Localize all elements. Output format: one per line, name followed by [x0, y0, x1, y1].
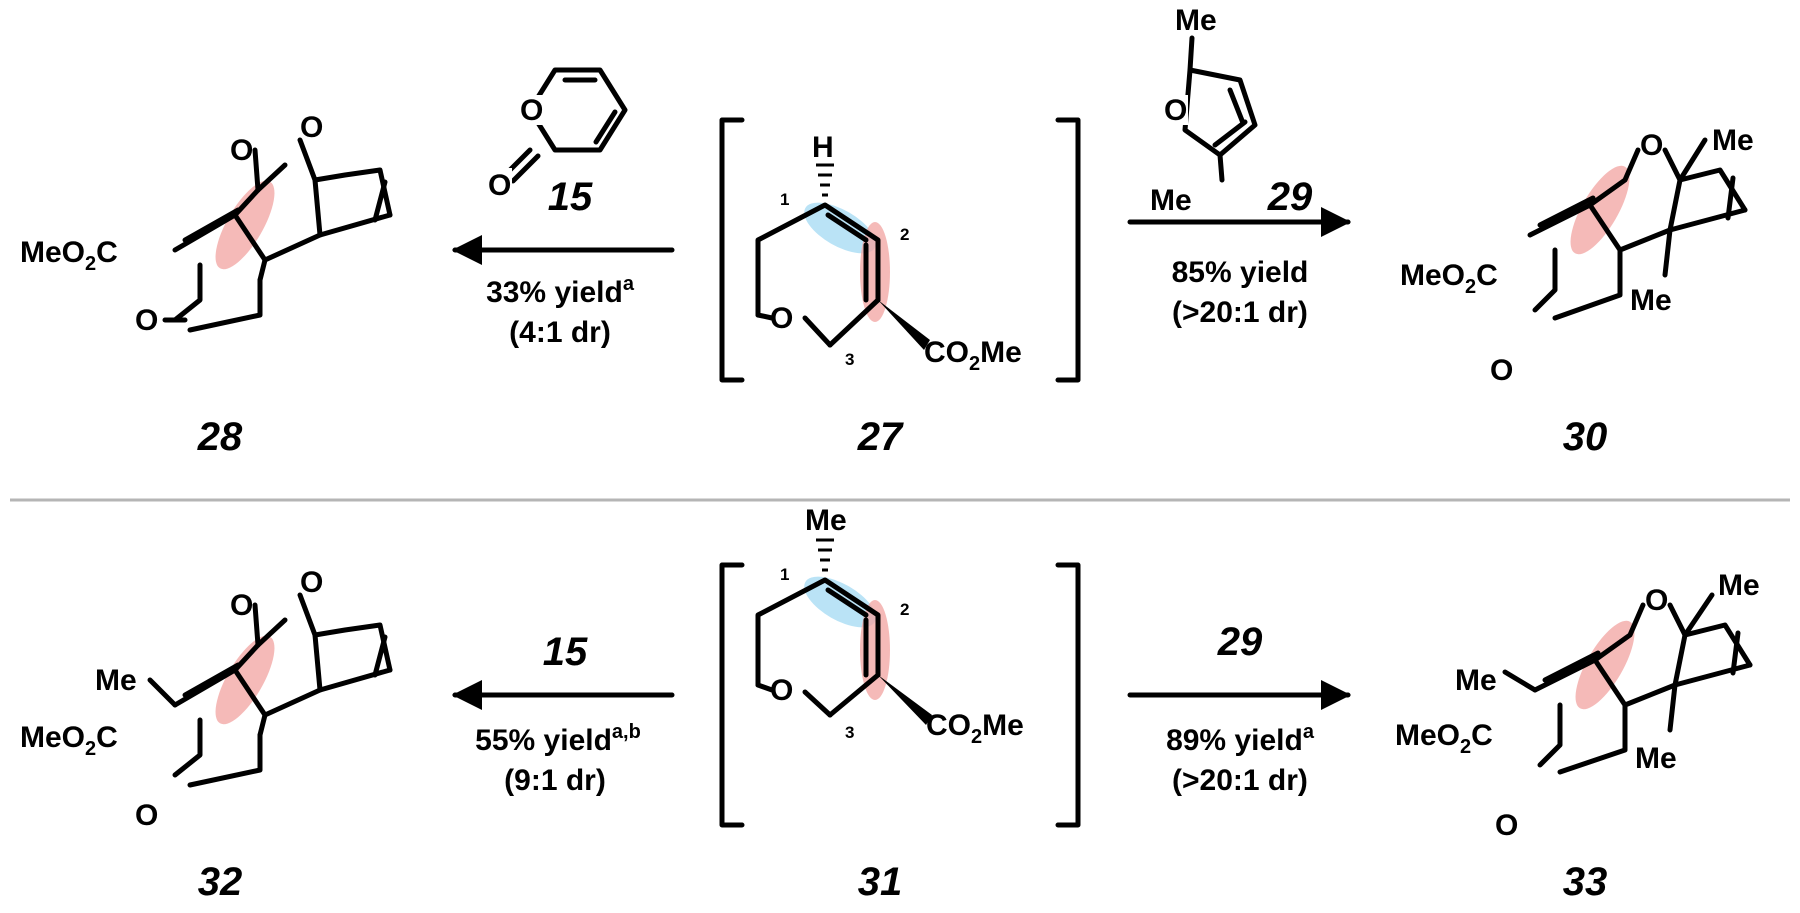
ring-oxygen: O [135, 799, 158, 832]
ester-label: MeO2C [20, 236, 118, 275]
reagent-number: 29 [1217, 620, 1263, 664]
ring-oxygen: O [770, 302, 793, 335]
compound-number: 30 [1563, 415, 1608, 459]
wedge-bond [878, 675, 932, 725]
ring-oxygen: O [770, 674, 793, 707]
highlight-c1 [804, 202, 876, 254]
highlight-new-bond [215, 635, 275, 725]
reagent-number: 15 [543, 630, 588, 674]
position-1: 1 [780, 565, 789, 584]
ester-label: CO2Me [924, 336, 1022, 375]
compound-number: 28 [197, 415, 243, 459]
substrate-31: Me O CO2Me 1 2 3 31 [719, 504, 1081, 904]
furan-oxygen: O [1164, 94, 1187, 127]
product-32: O O Me O MeO2C 32 [20, 566, 393, 904]
dr-text: (>20:1 dr) [1172, 764, 1308, 797]
product-33: O Me Me Me O MeO2C 33 [1395, 569, 1760, 904]
bridge-oxygen: O [300, 111, 323, 144]
yield-text: 89% yielda [1166, 721, 1315, 757]
position-2: 2 [900, 225, 909, 244]
highlight-new-bond [215, 180, 275, 270]
bridge-oxygen: O [300, 566, 323, 599]
compound-number: 15 [548, 175, 593, 219]
methyl-label: Me [805, 504, 847, 537]
methyl-bottom: Me [1635, 742, 1677, 775]
methyl-bottom: Me [1150, 184, 1192, 217]
methyl-bottom: Me [1630, 284, 1672, 317]
h-label: H [812, 131, 834, 164]
reagent-29: O Me Me 29 [1150, 4, 1313, 219]
methyl-top: Me [1175, 4, 1217, 37]
ester-label: CO2Me [926, 709, 1024, 748]
ester-label: MeO2C [20, 721, 118, 760]
pyrone-carbonyl-oxygen: O [488, 169, 511, 202]
methyl-top: Me [1718, 569, 1760, 602]
dr-text: (4:1 dr) [509, 316, 611, 349]
bracket-right [1055, 117, 1081, 383]
ring-oxygen: O [135, 304, 158, 337]
compound-number: 27 [857, 415, 904, 459]
yield-text: 55% yielda,b [475, 721, 641, 757]
compound-number: 31 [858, 860, 903, 904]
position-3: 3 [845, 350, 854, 369]
hash-bond [816, 538, 834, 572]
position-1: 1 [780, 190, 789, 209]
product-28: O O O MeO2C 28 [20, 111, 393, 459]
highlight-c1 [804, 576, 876, 628]
position-3: 3 [845, 723, 854, 742]
substrate-27: H O CO2Me 1 2 3 27 [719, 117, 1081, 459]
bracket-right [1055, 562, 1081, 828]
position-2: 2 [900, 600, 909, 619]
compound-number: 32 [198, 860, 243, 904]
reagent-15: O O 15 [486, 67, 628, 219]
methyl-top: Me [1712, 124, 1754, 157]
ring-oxygen: O [1490, 354, 1513, 387]
wedge-bond [878, 300, 930, 350]
bridge-oxygen: O [1645, 584, 1668, 617]
carbonyl-oxygen: O [230, 589, 253, 622]
dr-text: (9:1 dr) [504, 764, 606, 797]
yield-text: 33% yielda [486, 273, 635, 309]
compound-number: 33 [1563, 860, 1608, 904]
carbonyl-oxygen: O [230, 134, 253, 167]
ring-oxygen: O [1495, 809, 1518, 842]
bracket-left [719, 117, 745, 383]
hash-bond [816, 163, 834, 197]
methyl-label: Me [1455, 664, 1497, 697]
product-30: O Me Me O MeO2C 30 [1400, 124, 1754, 459]
methyl-label: Me [95, 664, 137, 697]
compound-number: 29 [1267, 175, 1313, 219]
ester-label: MeO2C [1400, 259, 1498, 298]
yield-text: 85% yield [1172, 256, 1309, 289]
ester-label: MeO2C [1395, 719, 1493, 758]
dr-text: (>20:1 dr) [1172, 296, 1308, 329]
bracket-left [719, 562, 745, 828]
bridge-oxygen: O [1640, 129, 1663, 162]
pyrone-ring-oxygen: O [520, 94, 543, 127]
